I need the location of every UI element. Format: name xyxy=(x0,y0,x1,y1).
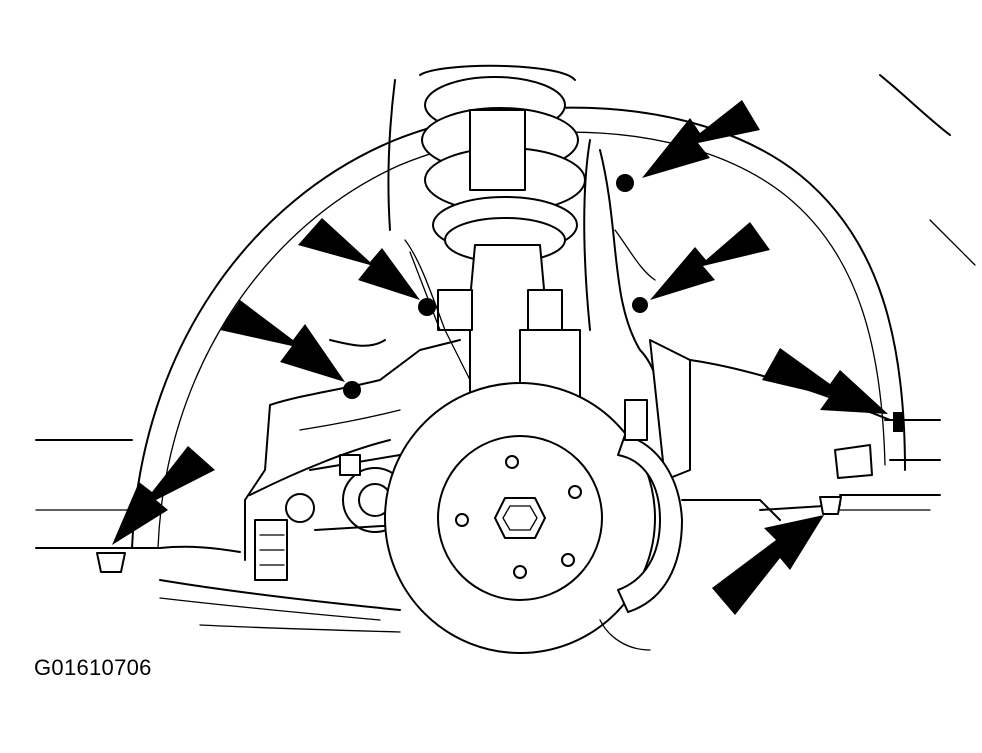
arrow-upper-right-fastener xyxy=(642,100,760,178)
arrow-right-side-bolt xyxy=(650,222,770,300)
bolt-strut-left xyxy=(343,381,361,399)
subframe-left xyxy=(159,339,461,633)
arrow-right-clip xyxy=(762,348,888,414)
arrow-lower-right-clip xyxy=(712,515,824,615)
figure-code: G01610706 xyxy=(34,655,152,680)
coil-spring-strut xyxy=(387,64,586,421)
clip-lower-right xyxy=(819,496,842,515)
bolt-upper-right xyxy=(616,174,634,192)
callout-arrows xyxy=(112,100,888,615)
body-panel-lines xyxy=(35,419,941,553)
arrow-left-clip xyxy=(112,446,215,545)
clips xyxy=(96,496,842,573)
arrow-strut-upper-bolt xyxy=(298,218,420,300)
brake-rotor-hub xyxy=(384,382,656,654)
bolt-right-side xyxy=(632,297,648,313)
bolt-strut-upper xyxy=(418,298,436,316)
clip-right xyxy=(893,412,903,432)
fasteners xyxy=(343,174,903,432)
arrow-strut-left-bolt xyxy=(220,300,345,382)
clip-left xyxy=(96,552,126,573)
